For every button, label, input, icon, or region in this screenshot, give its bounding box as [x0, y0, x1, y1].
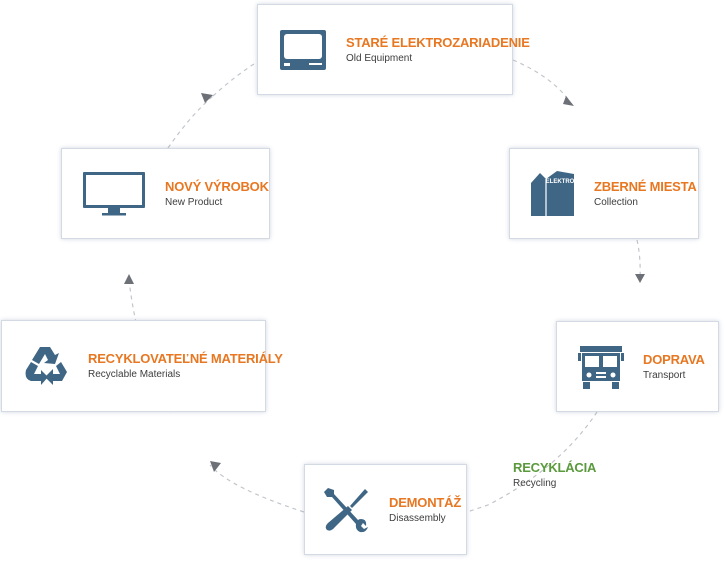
connector-old-to-collection — [512, 59, 573, 106]
connector-disassembly-to-recyclable — [209, 464, 305, 513]
connector-new-to-old-upper — [212, 61, 258, 97]
tools-icon — [321, 486, 371, 534]
step-title: ZBERNÉ MIESTA — [594, 178, 697, 194]
step-title: RECYKLOVATEĽNÉ MATERIÁLY — [88, 351, 283, 366]
arrow-head-to-recyclable — [210, 461, 221, 472]
collection-box-label: ELEKTRO — [546, 179, 575, 185]
crt-monitor-icon — [278, 29, 328, 71]
arrow-head-to-new — [124, 274, 134, 284]
connector-new-to-old — [167, 95, 214, 149]
connector-transport-to-disassembly — [466, 411, 598, 513]
step-title: DEMONTÁŽ — [389, 494, 462, 510]
arrow-head-to-collection — [563, 96, 574, 106]
step-subtitle: Disassembly — [389, 512, 446, 524]
step-card-new-product: NOVÝ VÝROBOK New Product — [61, 148, 270, 239]
step-subtitle: Recyclable Materials — [88, 369, 181, 380]
step-card-collection: ELEKTRO ZBERNÉ MIESTA Collection — [509, 148, 699, 239]
step-title: DOPRAVA — [643, 351, 705, 367]
recycling-phase-label: RECYKLÁCIA Recycling — [513, 460, 596, 490]
connector-collection-to-transport — [636, 239, 641, 281]
step-subtitle: Old Equipment — [346, 52, 413, 64]
recycling-subtitle: Recycling — [513, 478, 557, 489]
arrow-head-to-old — [201, 93, 213, 103]
step-title: NOVÝ VÝROBOK — [165, 178, 269, 194]
truck-icon — [577, 344, 625, 390]
step-card-recyclable-materials: RECYKLOVATEĽNÉ MATERIÁLY Recyclable Mate… — [1, 320, 283, 412]
arrow-head-to-transport — [635, 274, 645, 283]
step-title: STARÉ ELEKTROZARIADENIE — [346, 34, 530, 50]
step-card-transport: DOPRAVA Transport — [556, 321, 719, 412]
step-subtitle: New Product — [165, 196, 223, 208]
step-subtitle: Collection — [594, 196, 638, 208]
recycling-title: RECYKLÁCIA — [513, 460, 597, 475]
flat-monitor-icon — [82, 171, 146, 217]
step-card-disassembly: DEMONTÁŽ Disassembly — [304, 464, 467, 555]
step-card-old-equipment: STARÉ ELEKTROZARIADENIE Old Equipment — [257, 4, 530, 95]
step-subtitle: Transport — [643, 369, 686, 381]
recycle-icon — [22, 344, 70, 388]
collection-box-icon: ELEKTRO — [528, 170, 576, 217]
